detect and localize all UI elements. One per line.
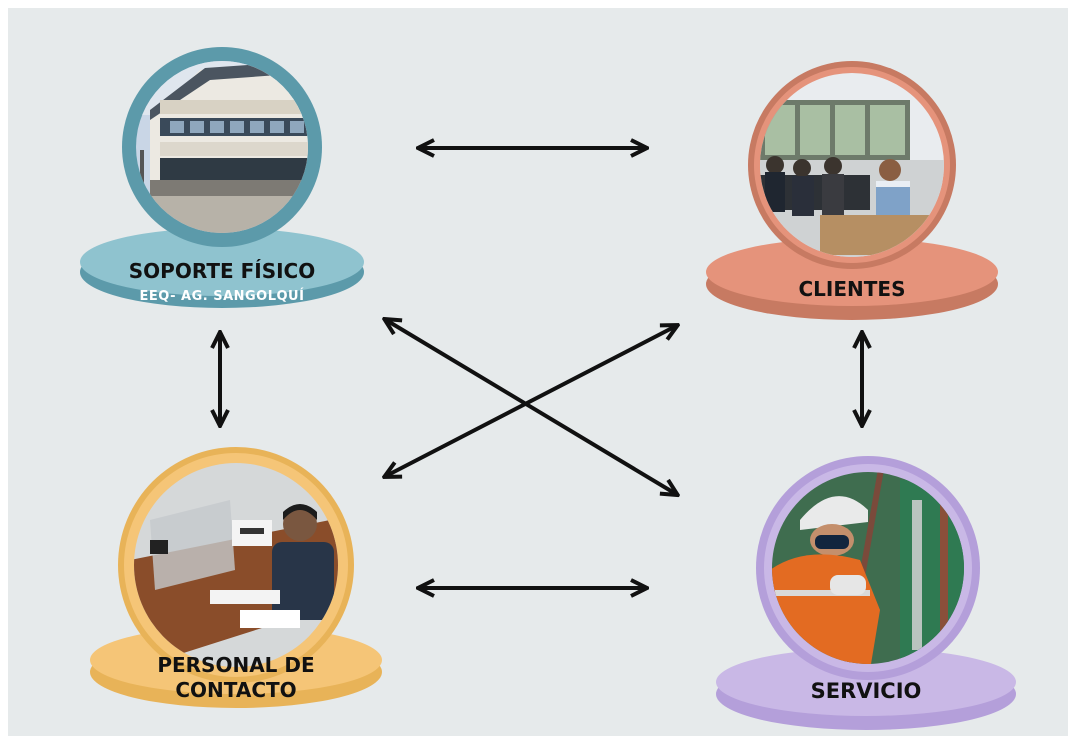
personal-title-line1: PERSONAL DE: [157, 653, 314, 677]
clientes-title: CLIENTES: [799, 277, 906, 301]
soporte-title: SOPORTE FÍSICO: [129, 259, 315, 283]
personal-title-line2: CONTACTO: [175, 678, 296, 702]
servicio-title: SERVICIO: [811, 679, 922, 703]
soporte-subtitle: EEQ- AG. SANGOLQUÍ: [140, 288, 305, 304]
